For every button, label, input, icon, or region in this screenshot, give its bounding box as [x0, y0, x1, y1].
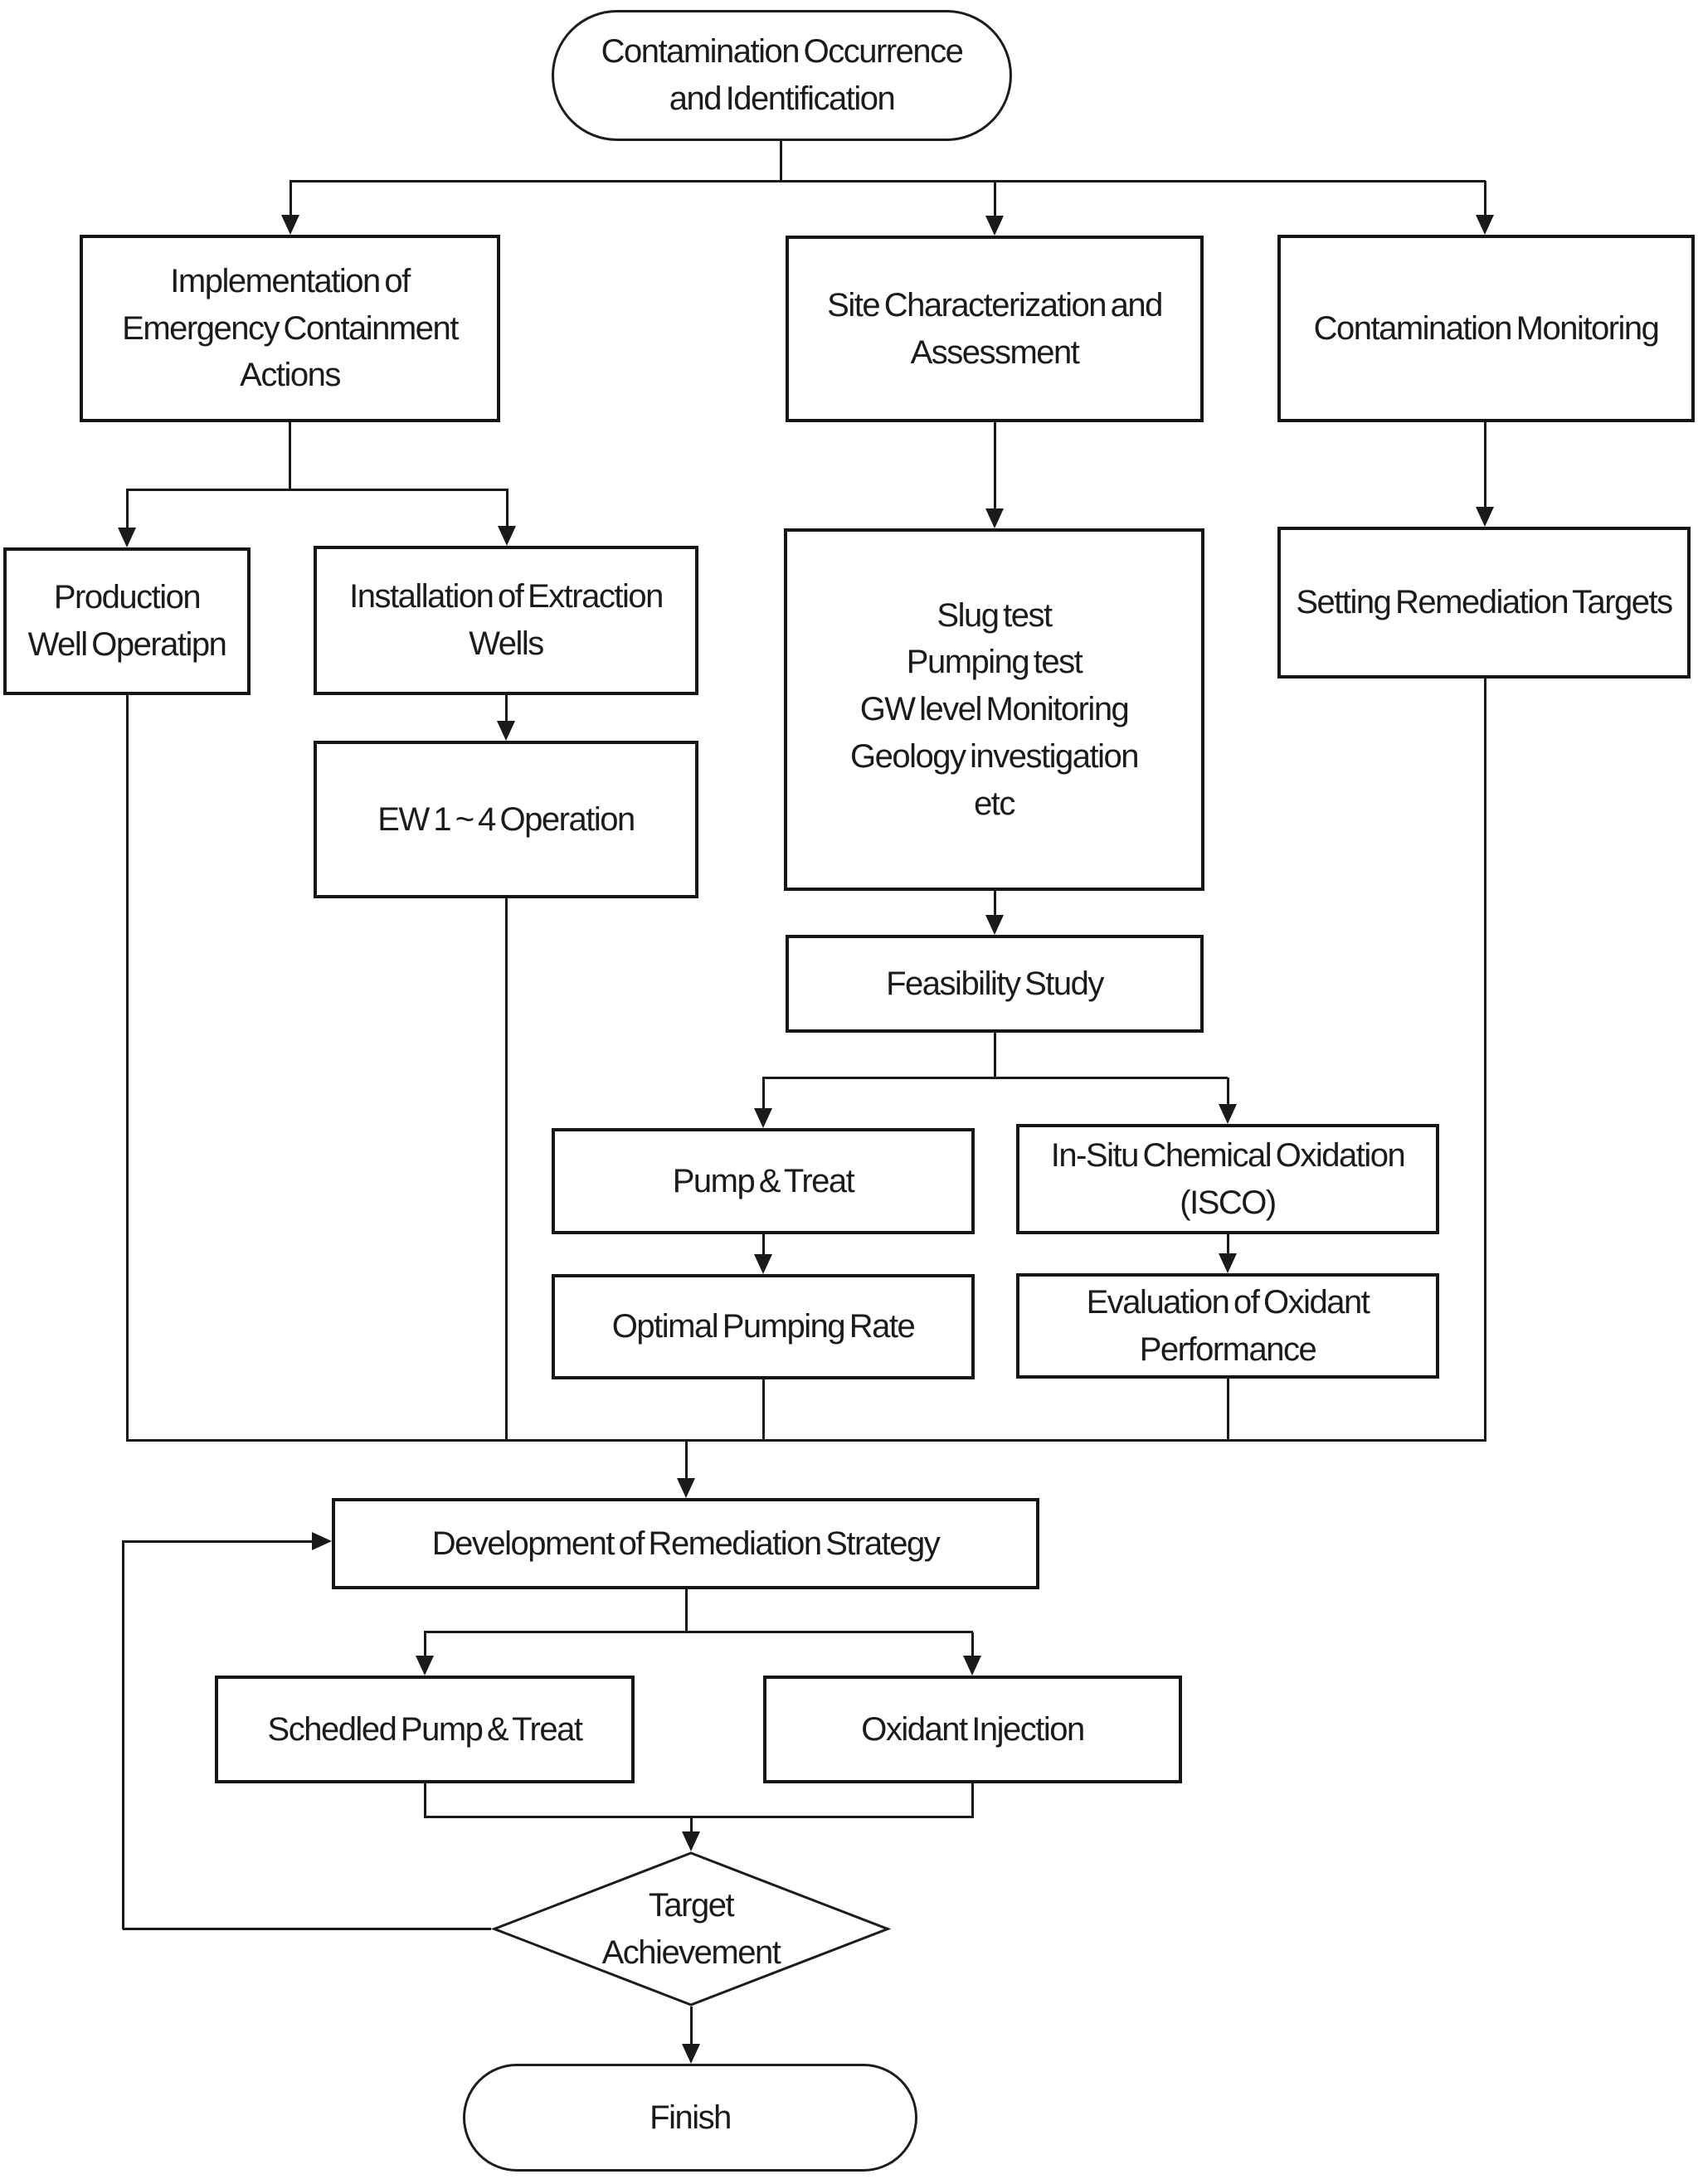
connector-line	[126, 695, 129, 1442]
node-emergency-containment: Implementation of Emergency Containment …	[80, 235, 500, 422]
node-production-well-operation: Production Well Operatipn	[3, 547, 251, 695]
arrowhead	[682, 2044, 700, 2064]
connector-line	[994, 1033, 996, 1077]
connector-line	[762, 1077, 1228, 1079]
arrowhead	[677, 1478, 695, 1498]
connector-line	[685, 1442, 688, 1478]
connector-line	[126, 1439, 1486, 1442]
node-contamination-occurrence: Contamination Occurrence and Identificat…	[552, 10, 1012, 141]
connector-line	[762, 1077, 765, 1108]
connector-line	[1227, 1379, 1229, 1442]
node-isco: In-Situ Chemical Oxidation (ISCO)	[1016, 1124, 1439, 1234]
connector-line	[122, 1540, 312, 1543]
node-pump-and-treat: Pump & Treat	[552, 1128, 975, 1234]
node-finish: Finish	[463, 2064, 917, 2172]
arrowhead	[1476, 215, 1494, 235]
connector-line	[122, 1540, 124, 1929]
arrowhead	[1219, 1253, 1237, 1273]
connector-line	[971, 1632, 974, 1656]
decision-diamond-shape	[491, 1851, 891, 2006]
connector-line	[994, 891, 996, 915]
connector-line	[1227, 1234, 1229, 1253]
node-site-tests: Slug test Pumping test GW level Monitori…	[784, 528, 1204, 891]
arrowhead	[985, 915, 1004, 935]
node-target-achievement: Target Achievement	[601, 1887, 781, 1971]
connector-line	[289, 422, 291, 489]
connector-line	[506, 489, 508, 526]
arrowhead	[1219, 1104, 1237, 1124]
connector-line	[126, 489, 508, 491]
arrowhead	[754, 1254, 772, 1274]
arrowhead	[497, 721, 515, 741]
connector-line	[123, 1928, 491, 1930]
node-remediation-strategy: Development of Remediation Strategy	[332, 1498, 1039, 1589]
connector-line	[126, 489, 129, 528]
connector-line	[424, 1632, 426, 1656]
arrowhead	[1476, 507, 1494, 527]
arrowhead	[985, 508, 1004, 528]
connector-line	[424, 1783, 426, 1817]
arrowhead	[985, 216, 1004, 236]
arrowhead	[682, 1831, 700, 1851]
connector-line	[424, 1631, 973, 1633]
arrowhead	[963, 1656, 981, 1676]
node-ew-operation: EW 1 ~ 4 Operation	[314, 741, 698, 898]
node-extraction-wells-installation: Installation of Extraction Wells	[314, 546, 698, 695]
connector-line	[289, 180, 1486, 182]
node-scheduled-pump-treat: Schedled Pump & Treat	[215, 1676, 635, 1783]
connector-line	[505, 898, 508, 1442]
connector-line	[1484, 679, 1486, 1442]
node-contamination-monitoring: Contamination Monitoring	[1277, 235, 1695, 422]
arrowhead	[498, 526, 516, 546]
node-oxidant-evaluation: Evaluation of Oxidant Performance	[1016, 1273, 1439, 1379]
connector-line	[424, 1816, 974, 1818]
node-remediation-targets: Setting Remediation Targets	[1277, 527, 1691, 679]
connector-line	[971, 1783, 974, 1817]
connector-line	[1484, 181, 1486, 215]
node-site-characterization: Site Characterization and Assessment	[786, 236, 1204, 422]
node-feasibility-study: Feasibility Study	[786, 935, 1204, 1033]
connector-line	[780, 141, 782, 181]
arrowhead	[118, 528, 136, 547]
connector-line	[690, 1817, 693, 1831]
connector-line	[1227, 1077, 1229, 1104]
arrowhead	[754, 1108, 772, 1128]
connector-line	[762, 1234, 765, 1254]
connector-line	[762, 1379, 765, 1442]
connector-line	[1484, 422, 1486, 507]
node-oxidant-injection: Oxidant Injection	[763, 1676, 1182, 1783]
connector-line	[994, 422, 996, 508]
node-optimal-pumping-rate: Optimal Pumping Rate	[552, 1274, 975, 1379]
arrowhead	[312, 1532, 332, 1550]
connector-line	[685, 1589, 688, 1632]
arrowhead	[416, 1656, 434, 1676]
connector-line	[994, 181, 996, 216]
connector-line	[690, 2006, 693, 2044]
connector-line	[505, 695, 508, 721]
connector-line	[289, 181, 292, 215]
arrowhead	[281, 215, 299, 235]
